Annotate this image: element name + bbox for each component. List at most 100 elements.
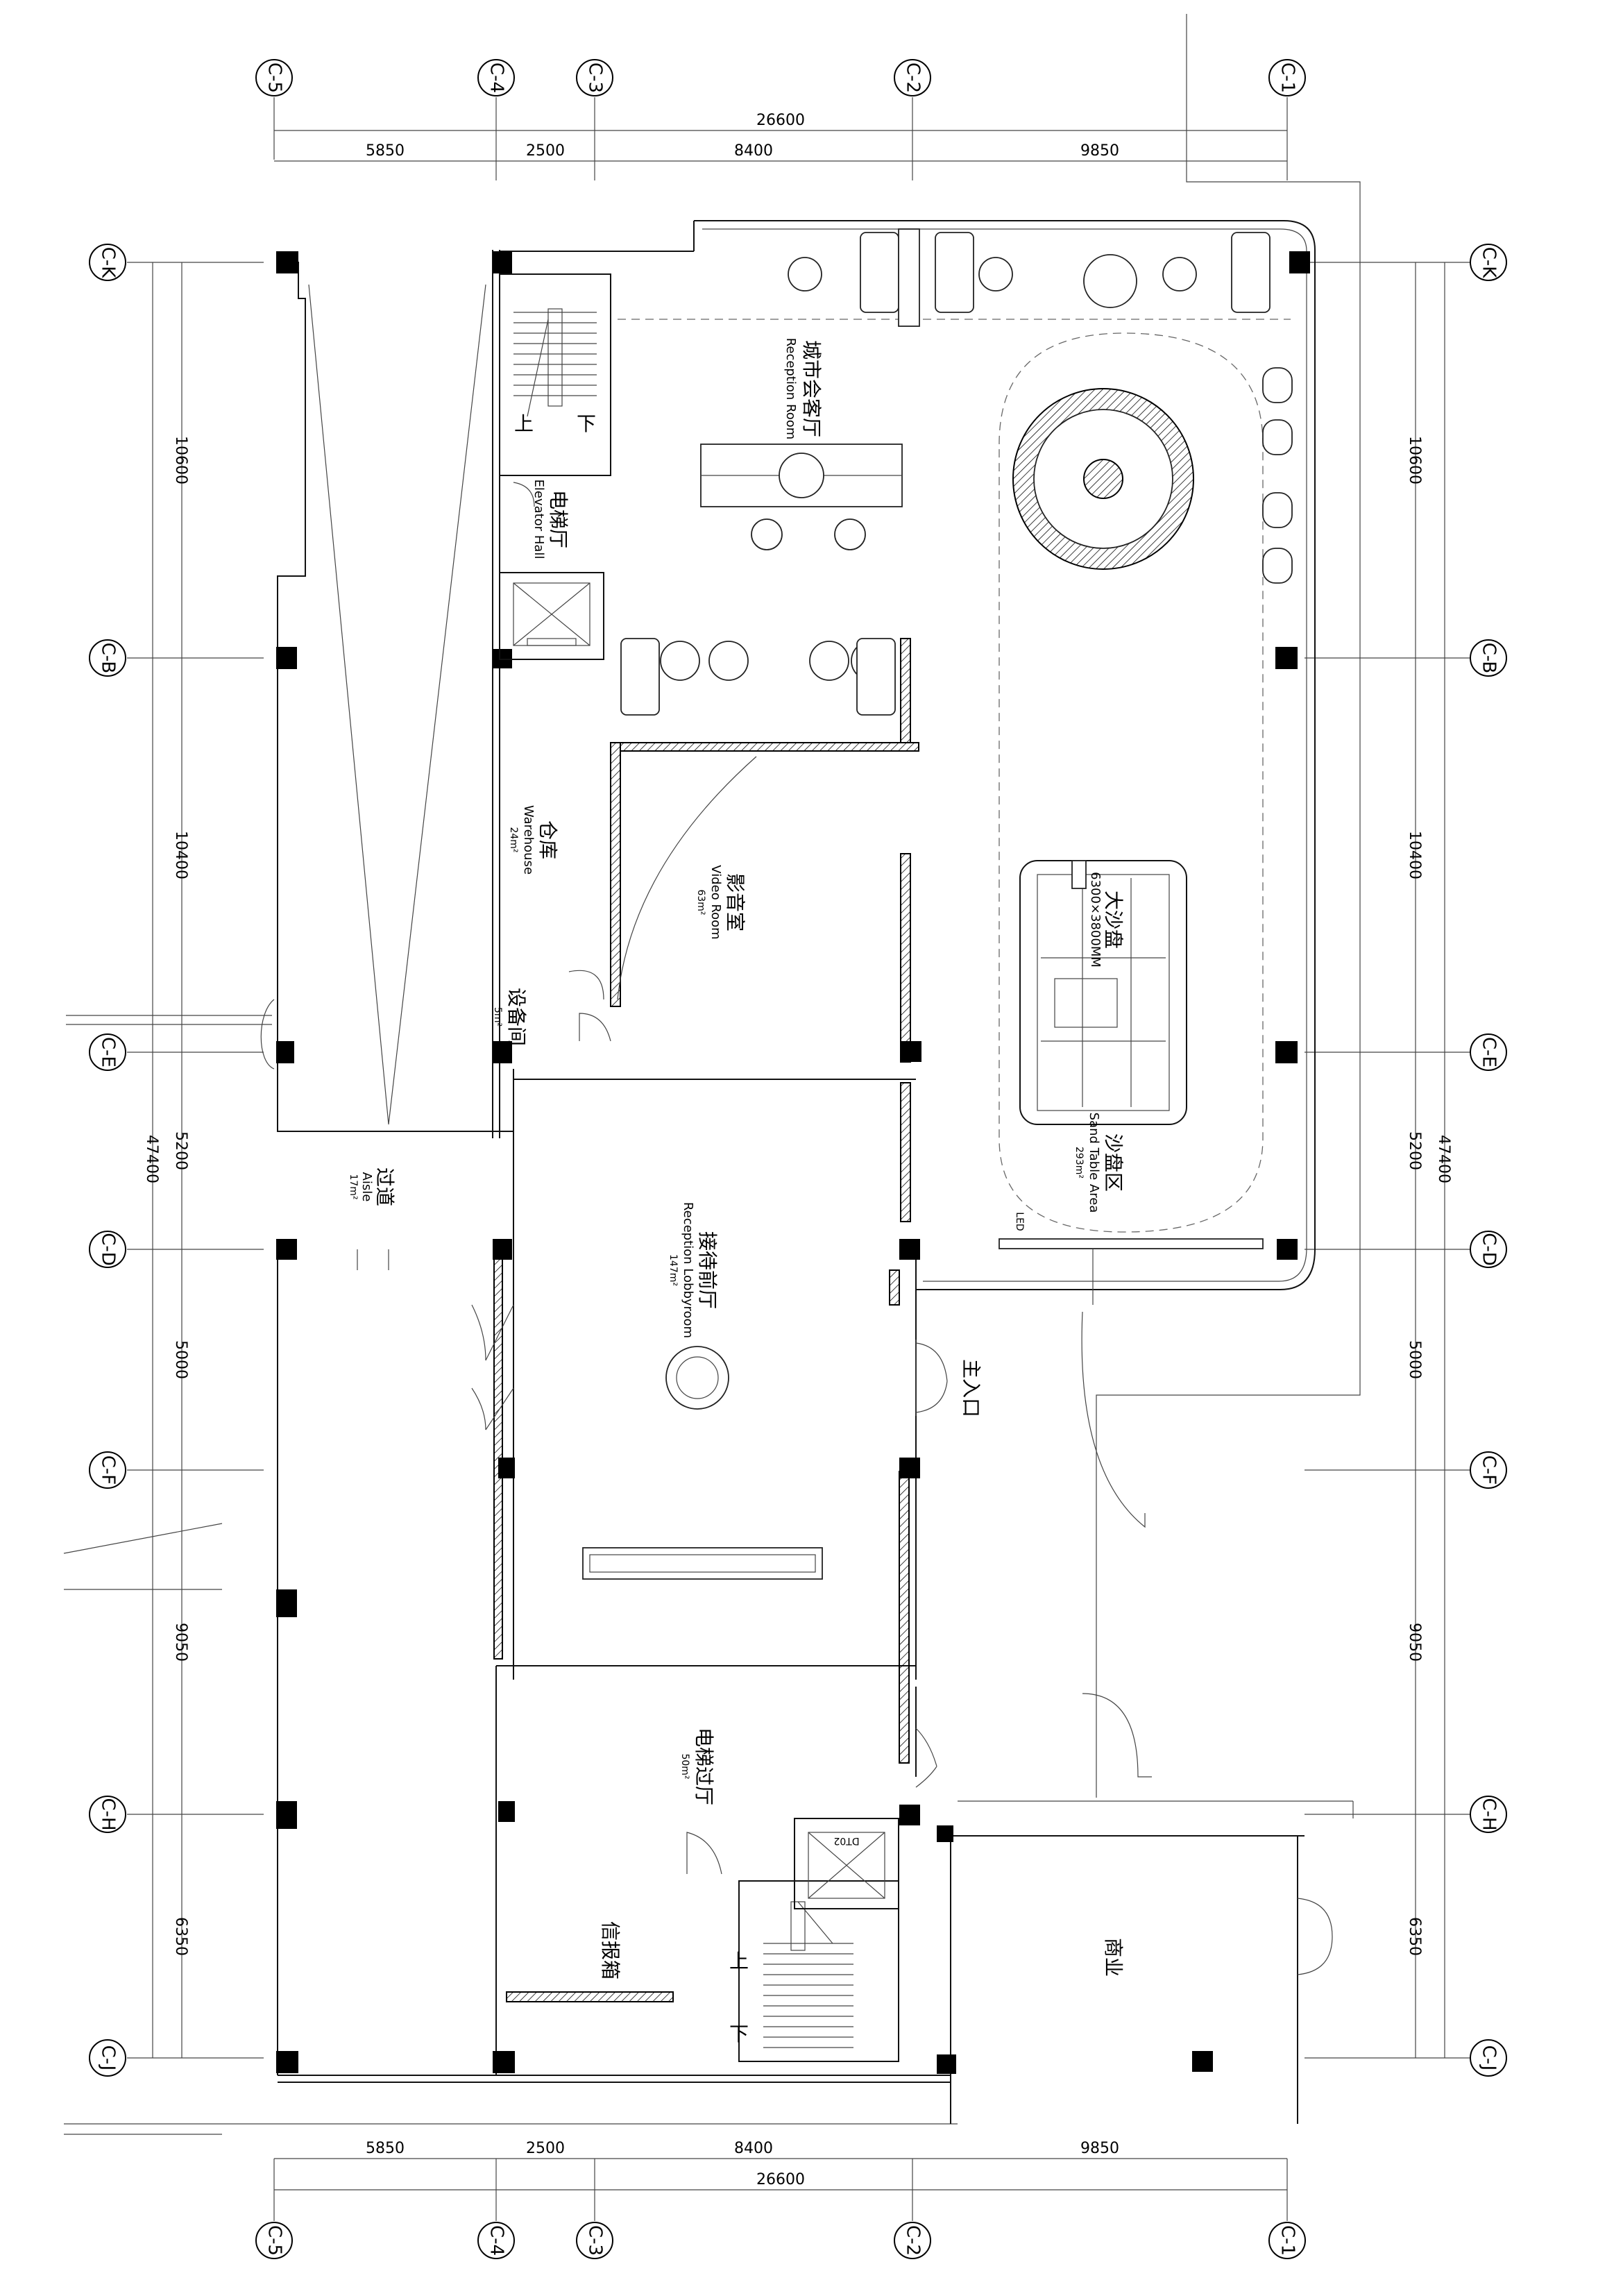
grid-label-left-cf: C-F [98,1455,119,1485]
grid-label-bottom-c4: C-4 [486,2225,507,2256]
room-labels: 城市会客厅 Reception Room 电梯厅 Elevator Hall 仓… [348,338,1125,1980]
equipment-area: 5m² [492,1007,503,1027]
stair-bottom-up-label: 上 [729,1950,749,1973]
dim-row-right-4: 5000 [1406,1340,1423,1379]
dim-row-left-4: 5000 [172,1340,189,1379]
grid-label-left-cb: C-B [98,643,119,673]
grid-bubble-top-c2 [894,59,931,96]
column-cj-c5 [276,2051,298,2073]
grid-bubble-left-cj [89,2039,126,2077]
aisle-area: 17m² [348,1174,359,1199]
grid-bubble-right-ce [1470,1033,1507,1071]
grid-bubble-right-cj [1470,2039,1507,2077]
led-wall [999,1238,1264,1249]
dim-row-right-6: 6350 [1406,1917,1423,1956]
elevator-hall-top-en: Elevator Hall [532,480,546,559]
dim-total-width-bottom: 26600 [756,2171,805,2188]
partition-walls [493,638,919,2002]
grid-label-right-ce: C-E [1479,1037,1499,1067]
grid-label-top-c3: C-3 [585,62,606,93]
dimension-top: 26600 5850 2500 8400 9850 [274,112,1287,162]
dim-row-left-5: 9050 [172,1623,189,1662]
column-cf2-c5 [276,1589,297,1617]
grid-bubble-left-cd [89,1231,126,1268]
column-ck-c5 [276,251,298,273]
column-cd-c4 [493,1239,512,1260]
column-ch-c5 [276,1801,297,1829]
left-open-void [277,262,493,1132]
dim-total-height-right: 47400 [1435,1135,1452,1183]
grid-bubble-left-ck [89,244,126,281]
grid-label-left-ch: C-H [98,1798,119,1830]
grid-bubble-bottom-c4 [477,2222,515,2259]
warehouse-area: 24m² [508,827,519,852]
led-label: LED [1014,1212,1025,1231]
grid-bubble-bottom-c1 [1268,2222,1306,2259]
grid-label-right-cj: C-J [1479,2045,1499,2071]
grid-bubble-left-cf [89,1451,126,1489]
stair-top-down-label: 下 [577,412,596,435]
dim-row-left-1: 10600 [172,436,189,484]
stair-bottom: 上 下 [729,1880,899,2062]
grid-bubble-right-ch [1470,1796,1507,1833]
grid-bubble-bottom-c5 [255,2222,293,2259]
column-ce-c2 [901,1041,921,1062]
grid-label-bottom-c5: C-5 [264,2225,285,2256]
elevator-hall-bottom-area: 50m² [679,1753,690,1779]
dim-row-left-2: 10400 [172,831,189,879]
grid-label-right-cf: C-F [1479,1455,1499,1485]
column-ce-c5 [276,1041,294,1063]
reception-room-cn: 城市会客厅 [800,340,823,437]
grid-bubble-top-c1 [1268,59,1306,96]
column-commercial [1192,2051,1213,2072]
grid-label-bottom-c3: C-3 [585,2225,606,2256]
dim-row-left-6: 6350 [172,1917,189,1956]
stair-top-up-label: 上 [514,412,534,435]
grid-bubble-left-ch [89,1796,126,1833]
building-walls [277,220,1354,2124]
dimension-left: 47400 10600 10400 5200 5000 9050 6350 [143,262,189,2058]
grid-bubble-right-cd [1470,1231,1507,1268]
lobby-area: 147m² [668,1254,679,1286]
dim-row-right-3: 5200 [1406,1131,1423,1170]
row-bubbles-right: C-K C-B C-E C-D C-F C-H C-J [1470,244,1507,2077]
column-cj-c4 [493,2051,515,2073]
stair-bottom-down-label: 下 [729,2023,749,2045]
grid-bubble-top-c4 [477,59,515,96]
commercial-cn: 商业 [1102,1938,1125,1977]
column-cd-c2 [899,1239,920,1260]
column-cd-c1 [1277,1239,1298,1260]
elevator-bottom: DT02 [794,1818,899,1909]
grid-label-left-ck: C-K [98,247,119,279]
column-bubbles-bottom: C-5 C-4 C-3 C-2 C-1 [255,2222,1306,2259]
dim-row-left-3: 5200 [172,1131,189,1170]
sand-table-area-area: 293m² [1073,1147,1085,1179]
grid-label-bottom-c2: C-2 [903,2225,924,2256]
sand-table-area-cn: 沙盘区 [1102,1133,1125,1192]
column-ch-c2 [899,1805,920,1825]
grid-label-right-cb: C-B [1479,643,1499,673]
grid-label-top-c2: C-2 [903,62,924,93]
column-ce-c4 [493,1041,512,1063]
column-cf-c4 [498,1458,515,1478]
grid-bubble-bottom-c2 [894,2222,931,2259]
dim-span-top-4: 9850 [1080,142,1119,160]
dim-span-bottom-3: 8400 [734,2140,773,2157]
dim-row-right-5: 9050 [1406,1623,1423,1662]
column-ck-c1 [1289,251,1310,273]
lobby-cn: 接待前厅 [696,1231,719,1309]
main-entrance-cn: 主入口 [960,1359,983,1417]
elevator-hall-top-cn: 电梯厅 [547,490,570,548]
dim-span-bottom-2: 2500 [526,2140,565,2157]
dim-span-top-3: 8400 [734,142,773,160]
dim-row-right-1: 10600 [1406,436,1423,484]
dim-span-bottom-1: 5850 [366,2140,405,2157]
grid-label-top-c1: C-1 [1277,62,1298,93]
elevator-top [499,572,604,660]
grid-label-right-ch: C-H [1479,1798,1499,1830]
mailbox-cn: 信报箱 [599,1921,622,1980]
grid-bubble-right-cb [1470,639,1507,677]
dim-total-height-left: 47400 [143,1135,160,1183]
grid-label-right-cd: C-D [1479,1233,1499,1266]
